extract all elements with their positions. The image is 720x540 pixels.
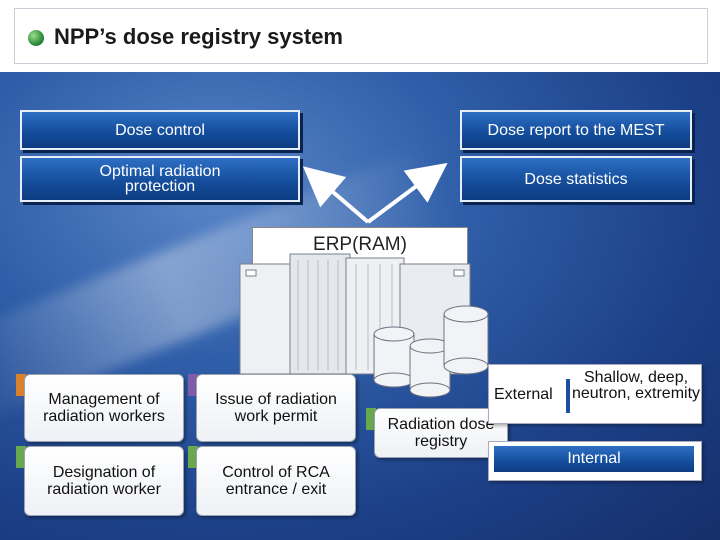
optimal-protection-label: Optimal radiation protection [99,163,221,195]
dose-statistics-box: Dose statistics [460,156,692,202]
control-rca-label: Control of RCA entrance / exit [222,464,330,498]
external-label: External [494,386,553,404]
dose-control-box: Dose control [20,110,300,150]
arrow-left [302,166,370,224]
page-title: NPP’s dose registry system [54,24,343,49]
green-tab [16,446,26,468]
server-illustration [239,253,489,398]
control-rca-box: Control of RCA entrance / exit [196,446,356,516]
dose-report-label: Dose report to the MEST [487,121,665,139]
erp-box: ERP(RAM) [252,227,468,269]
designation-box: Designation of radiation worker [24,446,184,516]
issue-permit-box: Issue of radiation work permit [196,374,356,442]
issue-permit-label: Issue of radiation work permit [215,391,337,425]
title-frame [14,8,708,64]
designation-label: Designation of radiation worker [47,464,161,498]
management-box: Management of radiation workers [24,374,184,442]
external-detail: Shallow, deep, neutron, extremity [571,369,701,402]
dose-statistics-label: Dose statistics [524,170,628,188]
arrow-right [366,162,448,224]
green-tab-2 [188,446,198,468]
optimal-protection-box: Optimal radiation protection [20,156,300,202]
globe-bullet-icon [28,30,44,46]
erp-label: ERP(RAM) [313,234,407,255]
green-tab-3 [366,408,376,430]
registry-label: Radiation dose registry [387,416,495,450]
external-divider [566,379,570,413]
internal-box: Internal [494,446,694,472]
purple-tab [188,374,198,396]
management-label: Management of radiation workers [43,391,165,425]
dose-report-box: Dose report to the MEST [460,110,692,150]
dose-control-label: Dose control [115,121,205,139]
internal-label: Internal [567,450,621,467]
orange-tab [16,374,26,396]
registry-box: Radiation dose registry [374,408,508,458]
